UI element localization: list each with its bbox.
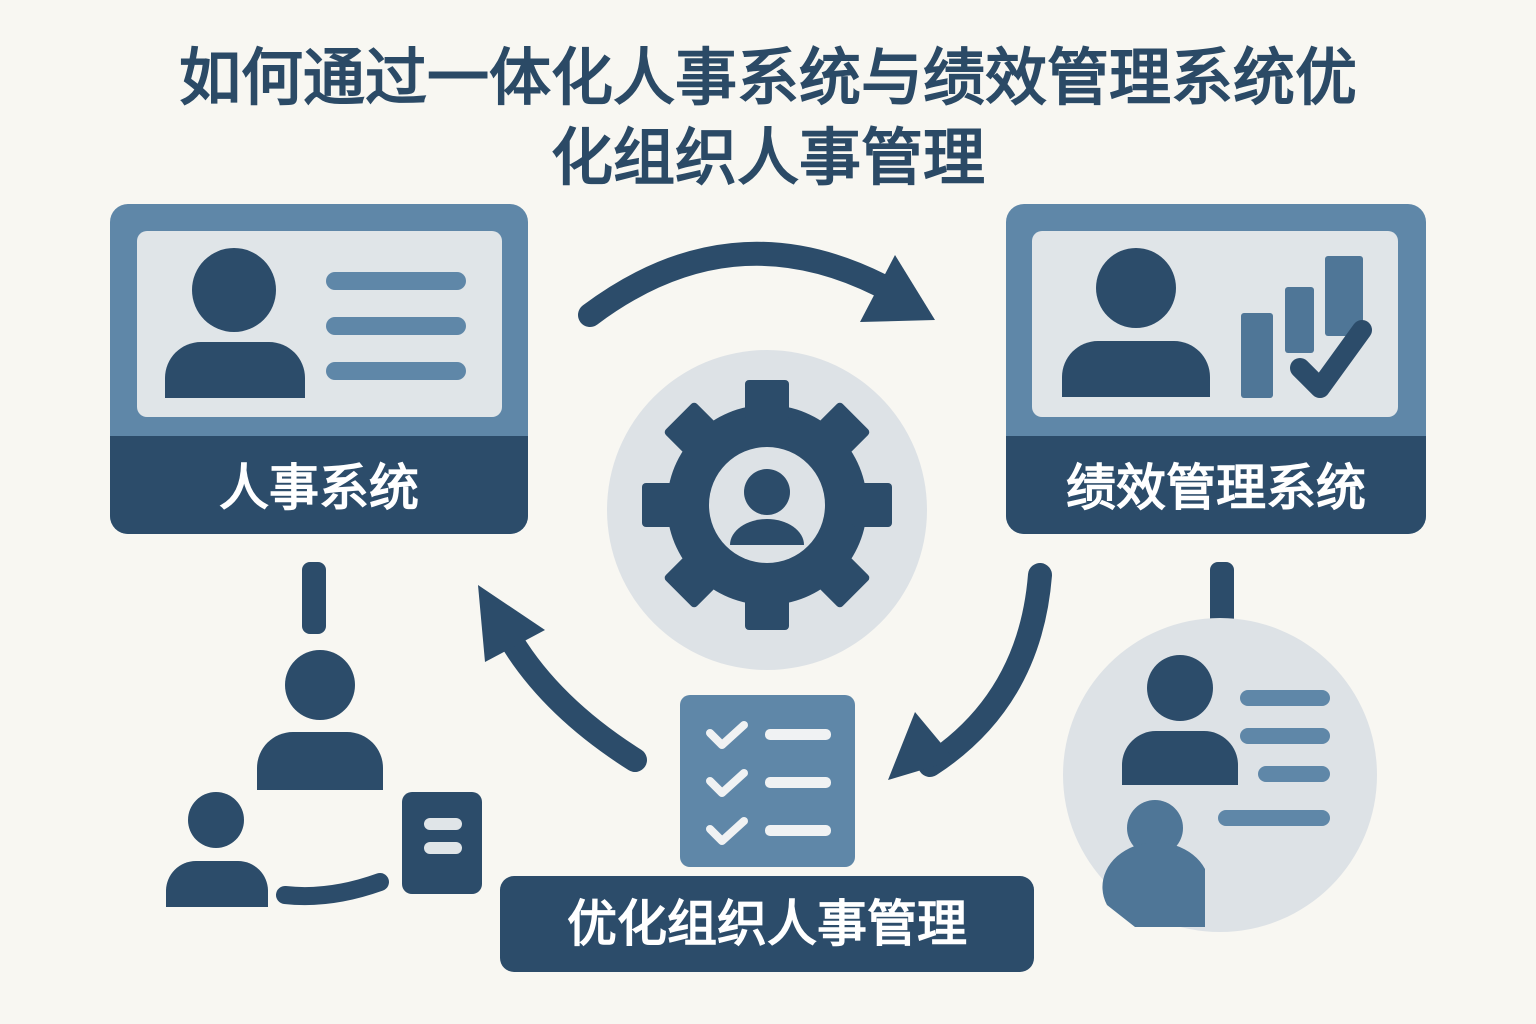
checklist-icon [680, 695, 855, 867]
gear-user-icon [607, 350, 927, 670]
arrowheads [478, 255, 955, 780]
optimize-label-bg [500, 876, 1034, 972]
bar-chart-icon [1241, 256, 1363, 398]
performance-system-card [1006, 204, 1426, 534]
user-icon [165, 248, 305, 398]
text-lines-icon [326, 272, 466, 380]
employee-profiles-icon [1063, 562, 1377, 932]
optimize-label: 优化组织人事管理 [567, 895, 967, 953]
title-line-2: 化组织人事管理 [550, 121, 985, 194]
user-icon [1062, 248, 1210, 397]
hr-system-label: 人事系统 [219, 459, 419, 517]
team-org-icon [166, 562, 482, 907]
performance-system-label: 绩效管理系统 [1066, 459, 1366, 517]
check-icon [1290, 320, 1372, 398]
hr-system-card [110, 204, 528, 534]
title-line-1: 如何通过一体化人事系统与绩效管理系统优 [178, 41, 1357, 114]
